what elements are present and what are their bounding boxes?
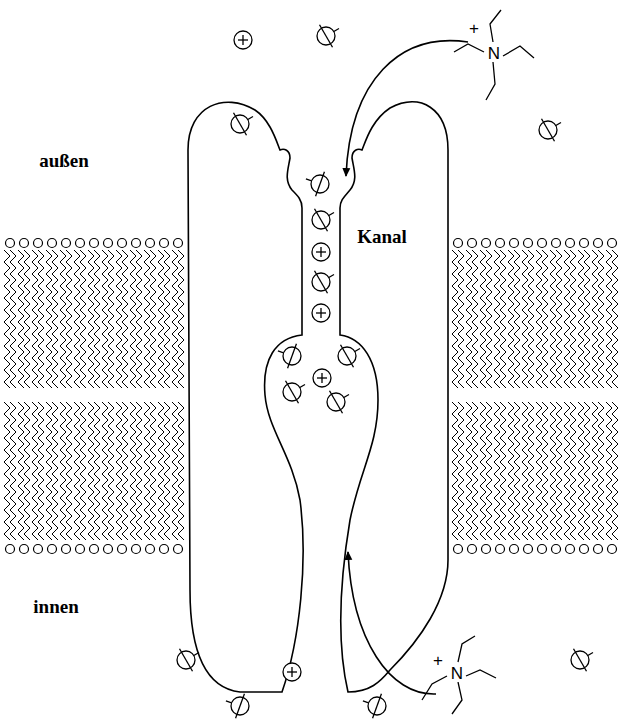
atom-symbol: N xyxy=(450,665,464,682)
water-symbol xyxy=(306,172,329,196)
water-symbol xyxy=(231,113,253,136)
side-label: innen xyxy=(33,597,78,616)
water-symbol xyxy=(312,209,334,232)
water-symbol xyxy=(278,344,301,368)
channel-protein-left xyxy=(188,102,303,692)
atom-symbol: N xyxy=(487,45,501,62)
charge-sign: + xyxy=(432,652,444,669)
channel-protein-right xyxy=(340,102,448,692)
tea-molecule-top xyxy=(454,10,534,100)
water-symbol xyxy=(177,649,199,672)
flow-arrow-top xyxy=(346,41,468,176)
water-symbol xyxy=(226,694,249,718)
water-symbol xyxy=(571,649,593,672)
water-symbol xyxy=(363,694,386,718)
cation-symbol xyxy=(283,663,301,681)
cation-symbol xyxy=(234,31,252,49)
ions xyxy=(177,25,593,718)
water-symbol xyxy=(317,25,339,48)
cation-symbol xyxy=(313,369,331,387)
water-symbol xyxy=(283,381,305,404)
charge-sign: + xyxy=(468,20,480,37)
water-symbol xyxy=(327,391,349,414)
tea-molecule-bottom xyxy=(422,636,496,714)
cation-symbol xyxy=(312,243,330,261)
water-symbol xyxy=(338,345,360,368)
cation-symbol xyxy=(312,304,330,322)
water-symbol xyxy=(539,119,561,142)
channel-label: Kanal xyxy=(357,227,407,246)
flow-arrow-bottom xyxy=(348,552,436,694)
water-symbol xyxy=(312,271,334,294)
lipid-bilayer xyxy=(4,239,618,554)
side-label: außen xyxy=(39,151,89,170)
